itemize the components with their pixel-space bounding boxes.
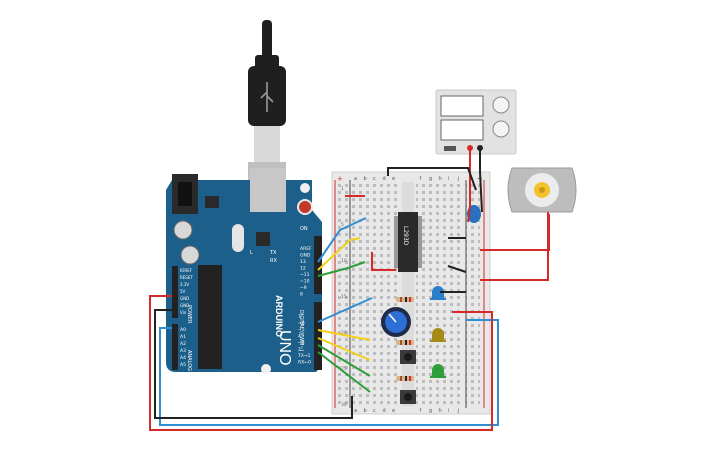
push-button-1[interactable] [400,350,416,364]
pin-label: A1 [180,334,186,340]
row-number: 25 [341,366,347,372]
column-label: f [420,176,422,182]
pin-label: GND [180,303,189,308]
pin-label: 8 [300,292,303,298]
resistor-3 [396,376,414,381]
pin-label: ~3 [298,340,305,346]
column-label: j [457,176,459,182]
pin-label: AREF [300,246,312,252]
row-number: 20 [341,330,347,336]
column-label: g [429,408,432,414]
pin-label: A0 [180,327,186,333]
row-number: 10 [341,258,347,264]
dc-motor[interactable] [507,167,577,213]
pin-label: RESET [180,275,193,280]
push-button-2[interactable] [400,390,416,404]
pin-label: ~9 [300,285,307,291]
column-label: g [429,176,432,182]
supply-positive-terminal[interactable] [467,145,473,151]
column-label: e [392,176,395,182]
pin-label: Vin [180,310,187,315]
row-number: 5 [341,222,344,228]
l293d-chip[interactable] [394,212,422,272]
pin-label: IOREF [180,268,193,273]
column-label: c [373,408,376,414]
arduino-model: UNO [276,330,293,366]
arduino-brand: ARDUINO [274,295,284,337]
arduino-board[interactable] [166,168,322,374]
power-pin-labels: IOREF RESET 3.3V 5V GND GND Vin [180,268,193,315]
column-label: b [364,176,367,182]
usb-port [250,168,286,212]
power-header-label: POWER [186,305,192,324]
row-number: 30 [341,402,347,408]
resistor-2 [396,340,414,345]
pin-label: RX←0 [298,360,311,366]
row-number: 1 [341,186,344,192]
reset-button[interactable] [297,199,313,215]
resistor-1 [396,297,414,302]
led-yellow [430,328,446,342]
column-label: i [448,408,449,414]
pin-label: A2 [180,341,186,347]
usb-icon [260,82,274,112]
column-label: h [439,408,442,414]
chip-label: L293D [402,226,409,246]
pin-label: ~11 [300,272,310,278]
column-label: c [373,176,376,182]
power-supply[interactable] [435,89,517,155]
column-label: a [354,176,357,182]
row-number: 15 [341,294,347,300]
column-label: d [383,176,386,182]
led-blue [430,286,446,300]
pin-label: GND [180,296,189,301]
rx-led-label: RX [270,258,277,264]
digital-header-label: DIGITAL (PWM~) [298,310,304,352]
pin-label: 5V [180,289,186,294]
pin-label: ~10 [300,279,310,285]
column-label: i [448,176,449,182]
pin-label: A3 [180,348,186,354]
column-label: b [364,408,367,414]
pin-label: GND [300,253,311,259]
column-label: f [420,408,422,414]
pin-label: 12 [300,266,306,272]
rail-plus-label: + [337,175,343,183]
pin-label: ~5 [298,327,305,333]
pin-label: 13 [300,259,306,265]
potentiometer[interactable] [381,307,411,337]
pin-label: 7 [298,314,301,320]
pin-label: TX→1 [297,353,311,359]
supply-negative-terminal[interactable] [477,145,483,151]
pin-label: 2 [298,347,301,353]
led-green [430,364,446,378]
wires [149,150,550,431]
column-label: j [457,408,459,414]
column-label: d [383,408,386,414]
atmega-chip [198,265,222,369]
pin-label: ~6 [298,321,305,327]
on-led-label: ON [300,226,308,232]
pin-label: 4 [298,334,301,340]
l-led-label: L [250,250,253,256]
pin-label: 3.3V [180,282,189,287]
pin-label: A4 [180,355,186,361]
pin-label: A5 [180,362,186,368]
column-label: e [392,408,395,414]
tx-led-label: TX [269,250,277,256]
column-label: h [439,176,442,182]
analog-header-label: ANALOG IN [186,350,192,378]
column-label: a [354,408,357,414]
